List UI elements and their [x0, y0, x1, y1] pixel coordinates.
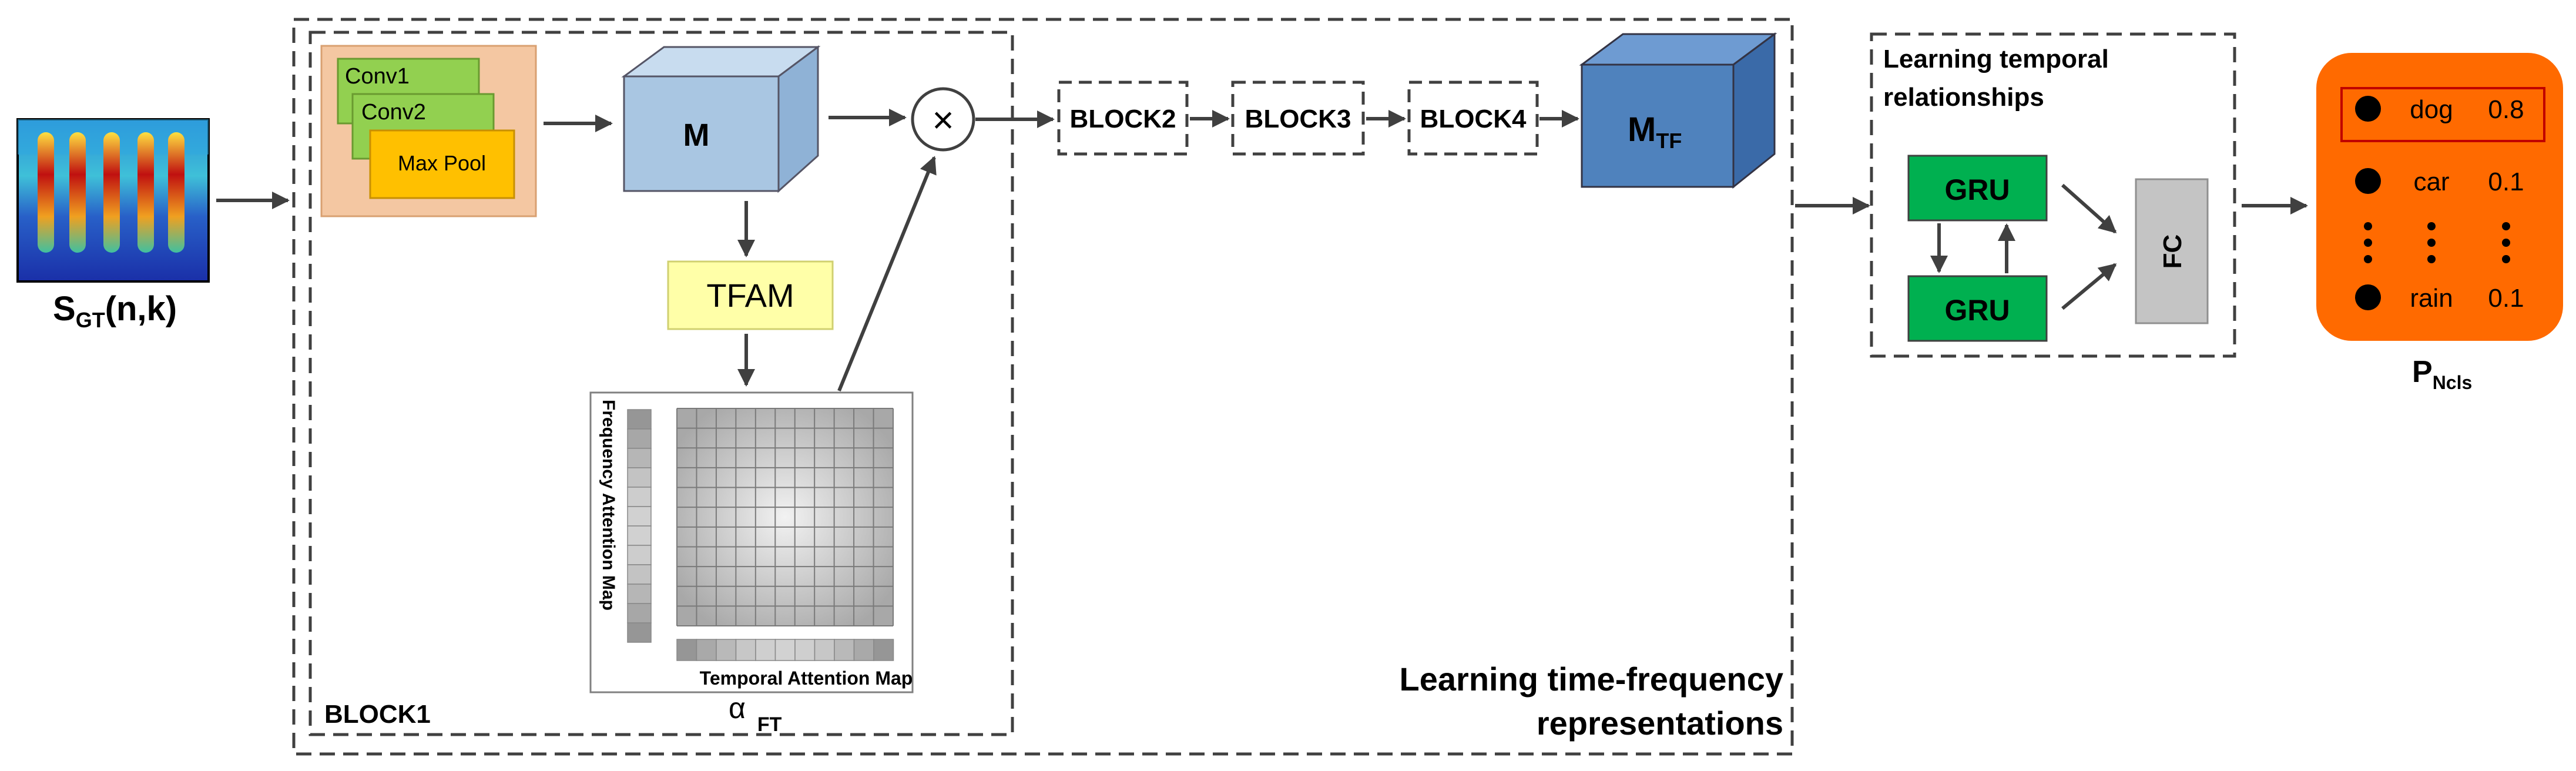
frequency-attention-cell: [627, 584, 652, 604]
output-map-label: MTF: [1628, 110, 1682, 153]
attention-grid: [676, 408, 894, 626]
block4-box: [1407, 81, 1539, 156]
spectrogram-burst: [38, 132, 54, 253]
maxpool-label: Max Pool: [398, 151, 486, 175]
class-bullet: [2355, 168, 2381, 194]
output-label: PNcls: [2412, 355, 2472, 393]
feature-map-label: M: [683, 118, 710, 153]
temporal-attention-cell: [696, 639, 717, 661]
fc-box: [2135, 178, 2209, 324]
temporal-attention-bar: [676, 639, 894, 661]
gru-bottom-label: GRU: [1944, 294, 2010, 327]
block1-label: BLOCK1: [324, 700, 431, 729]
conv1-label: Conv1: [345, 64, 410, 89]
block2-label: BLOCK2: [1070, 105, 1176, 133]
multiply-symbol: ×: [932, 99, 954, 141]
ellipsis-dot: [2502, 239, 2510, 247]
ellipsis-dot: [2364, 255, 2372, 263]
arrow-attention-to-multiply: [837, 156, 937, 392]
ellipsis-dot: [2427, 222, 2436, 230]
gru-bottom: [1907, 275, 2048, 342]
frequency-attention-cell: [627, 487, 652, 507]
top-class-highlight: [2340, 87, 2545, 142]
temporal-attention-cell: [735, 639, 756, 661]
arrow-gru-top-to-fc: [2061, 183, 2117, 234]
class-prob: 0.1: [2488, 284, 2524, 313]
block2-box: [1057, 81, 1189, 156]
frequency-attention-cell: [627, 603, 652, 623]
class-name: car: [2413, 167, 2449, 196]
input-spectrogram: [16, 118, 210, 283]
temporal-attention-cell: [794, 639, 816, 661]
tf-section-title-line1: Learning time-frequency: [1400, 661, 1783, 698]
output-panel: [2316, 53, 2563, 341]
temporal-attention-cell: [676, 639, 697, 661]
temporal-attention-label: Temporal Attention Map: [700, 668, 913, 689]
class-bullet: [2355, 96, 2381, 122]
frequency-attention-cell: [627, 467, 652, 488]
class-list: dog 0.8 car 0.1 rain 0.1: [2355, 95, 2524, 313]
block3-box: [1231, 81, 1365, 156]
frequency-attention-cell: [627, 506, 652, 527]
class-prob: 0.8: [2488, 95, 2524, 124]
temporal-attention-cell: [814, 639, 835, 661]
tfam-box: [667, 260, 834, 330]
frequency-attention-cell: [627, 564, 652, 585]
frequency-attention-cell: [627, 622, 652, 643]
block1-box: [308, 31, 1014, 736]
temporal-section-box: [1870, 32, 2236, 358]
temporal-attention-cell: [755, 639, 776, 661]
output-map-cube: [1579, 32, 1777, 189]
temporal-attention-cell: [716, 639, 737, 661]
temporal-attention-cell: [873, 639, 894, 661]
conv2-label: Conv2: [361, 100, 426, 125]
input-label: SGT(n,k): [53, 290, 177, 332]
spectrogram-burst: [168, 132, 185, 253]
temporal-title-line2: relationships: [1883, 83, 2044, 112]
tf-section-title-line2: representations: [1537, 705, 1783, 742]
temporal-attention-cell: [853, 639, 874, 661]
spectrogram-burst: [137, 132, 154, 253]
frequency-attention-cell: [627, 428, 652, 449]
ellipsis-dot: [2364, 222, 2372, 230]
temporal-title-line1: Learning temporal: [1883, 45, 2109, 73]
ellipsis-dot: [2427, 239, 2436, 247]
frequency-attention-cell: [627, 545, 652, 565]
arrow-gru-bottom-to-fc: [2061, 263, 2117, 310]
tf-section-box: [292, 18, 1794, 756]
multiply-node: [911, 87, 975, 152]
frequency-attention-cell: [627, 448, 652, 468]
attention-grid-bg: [677, 408, 893, 626]
frequency-attention-label: Frequency Attention Map: [599, 400, 618, 611]
ellipsis-dot: [2502, 222, 2510, 230]
temporal-attention-cell: [834, 639, 855, 661]
class-bullet: [2355, 284, 2381, 310]
frequency-attention-cell: [627, 525, 652, 546]
temporal-attention-cell: [774, 639, 796, 661]
spectrogram-burst: [69, 132, 86, 253]
tfam-label: TFAM: [706, 277, 794, 314]
ellipsis-dot: [2502, 255, 2510, 263]
maxpool-layer: [369, 129, 515, 199]
block3-label: BLOCK3: [1245, 105, 1351, 133]
ellipsis-dot: [2427, 255, 2436, 263]
fc-label: FC: [2158, 234, 2187, 269]
frequency-attention-bar: [627, 409, 652, 643]
class-name: rain: [2410, 284, 2453, 313]
class-prob: 0.1: [2488, 167, 2524, 196]
ellipsis-dot: [2364, 239, 2372, 247]
feature-map-cube: [621, 45, 821, 193]
block4-label: BLOCK4: [1420, 105, 1527, 133]
gru-top-label: GRU: [1944, 173, 2010, 206]
frequency-attention-cell: [627, 409, 652, 430]
spectrogram-burst: [103, 132, 120, 253]
class-name: dog: [2410, 95, 2453, 124]
gru-top: [1907, 155, 2048, 222]
